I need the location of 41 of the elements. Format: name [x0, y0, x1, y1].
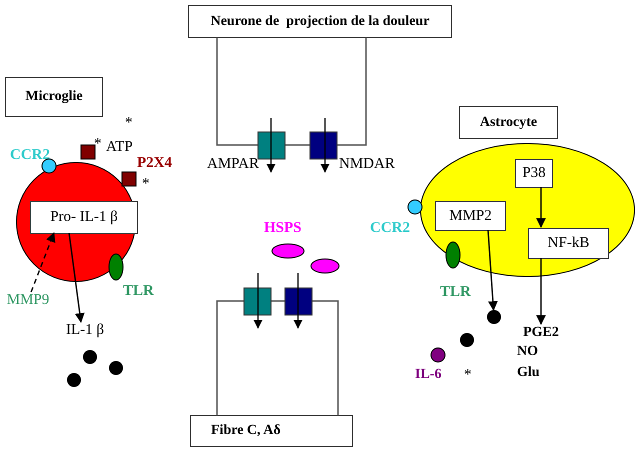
arrow: [30, 232, 56, 292]
text-label: *: [464, 368, 472, 383]
text-label: PGE2: [523, 324, 559, 340]
label-box: [190, 415, 353, 447]
box-title: Astrocyte: [480, 114, 538, 130]
text-label: *: [94, 137, 102, 152]
label-box: [515, 159, 553, 188]
text-label: IL-6: [415, 368, 442, 382]
label-box: [459, 106, 558, 139]
text-label: TLR: [440, 285, 471, 300]
text-label: Glu: [517, 366, 540, 380]
label-box: [30, 201, 138, 234]
label-box: [435, 201, 506, 231]
text-label: ATP: [106, 140, 133, 155]
text-label: IL-1 β: [66, 322, 104, 339]
box-title: Pro- IL-1 β: [50, 209, 118, 226]
box-title: Microglie: [25, 89, 83, 105]
label-box: [188, 5, 452, 38]
arrow: [536, 187, 546, 228]
text-label: MMP9: [6, 292, 50, 309]
box-title: NF-kB: [548, 235, 590, 252]
text-label: TLR: [123, 284, 154, 299]
text-label: HSPS: [264, 221, 302, 236]
text-label: NO: [517, 345, 538, 359]
text-label: CCR2: [370, 221, 410, 236]
text-label: *: [142, 177, 150, 192]
text-label: NMDAR: [339, 157, 395, 172]
text-label: *: [125, 116, 132, 131]
label-box: [528, 228, 609, 259]
text-label: AMPAR: [207, 157, 259, 172]
label-box: [5, 77, 103, 117]
box-title: P38: [522, 165, 546, 182]
arrow: [487, 230, 498, 311]
box-title: MMP2: [449, 208, 492, 224]
box-title: Neurone de projection de la douleur: [210, 14, 430, 30]
arrow: [536, 258, 546, 325]
dot-icon: [487, 310, 501, 324]
arrow: [68, 232, 85, 323]
text-label: CCR2: [10, 148, 50, 163]
box-title: Fibre C, Aδ: [211, 423, 281, 439]
text-label: P2X4: [137, 156, 172, 171]
